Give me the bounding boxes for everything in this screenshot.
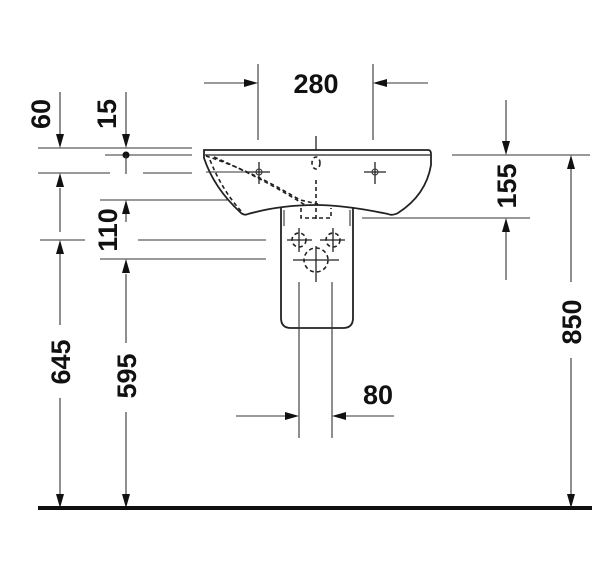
dim-label-60: 60 (26, 99, 56, 129)
dimension-110: 110 (93, 200, 130, 252)
dimension-15: 15 (92, 92, 130, 174)
dim-label-110: 110 (93, 208, 123, 252)
dimension-60: 60 (26, 92, 64, 325)
dimension-155: 155 (492, 100, 522, 280)
dimension-280: 280 (204, 64, 428, 140)
right-extension-lines (362, 154, 590, 219)
dim-label-280: 280 (293, 69, 338, 99)
dim-label-15: 15 (92, 99, 122, 129)
dimension-80: 80 (236, 380, 394, 420)
dim-label-80: 80 (363, 380, 393, 410)
dimension-595: 595 (112, 259, 142, 508)
dim-label-850: 850 (557, 299, 587, 344)
dim-label-155: 155 (492, 163, 522, 208)
dimension-645: 645 (46, 339, 76, 508)
pedestal (280, 205, 354, 438)
dim-label-595: 595 (112, 353, 142, 398)
basin (203, 136, 432, 220)
dim-label-645: 645 (46, 339, 76, 384)
dimension-850: 850 (557, 155, 587, 508)
